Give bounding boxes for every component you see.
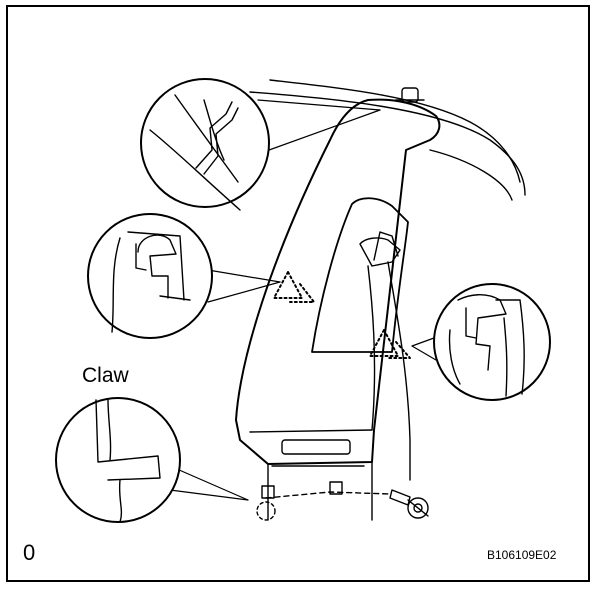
triangle-marker-right	[369, 329, 411, 359]
top-clip	[395, 87, 425, 103]
claw-label: Claw	[82, 364, 129, 387]
bolt-leader	[265, 491, 391, 499]
callout-claw-detail	[55, 397, 181, 523]
callout-leaders	[169, 99, 437, 501]
triangle-marker-left	[273, 271, 315, 303]
callout-right-clip-detail	[433, 283, 551, 401]
corner-mark: 0	[23, 540, 36, 565]
callout-left-clip-detail	[87, 213, 213, 339]
callout-top-clip-detail	[140, 78, 270, 211]
roof-lines	[249, 79, 526, 201]
lower-claw-clips	[256, 481, 343, 521]
bolt-icon	[389, 489, 429, 519]
pillar-trim-body	[235, 98, 441, 521]
figure-code: B106109E02	[487, 548, 557, 562]
